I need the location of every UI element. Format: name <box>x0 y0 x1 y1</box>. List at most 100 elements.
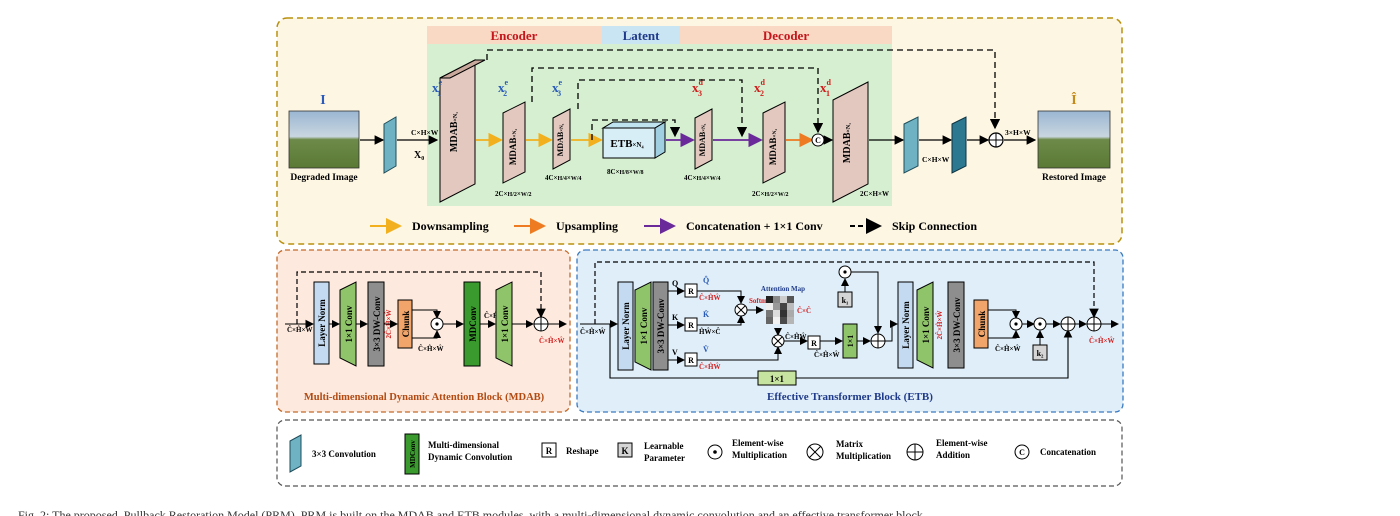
svg-text:R: R <box>811 339 817 348</box>
restored-image <box>1037 110 1111 169</box>
input-symbol: I <box>320 93 325 108</box>
output-conv-icon-2 <box>951 116 967 174</box>
attention-cell <box>787 317 794 324</box>
svg-text:2C×H/2×W/2: 2C×H/2×W/2 <box>752 190 789 198</box>
mdab-chunk <box>397 299 413 349</box>
encoder-header-bg <box>427 26 602 44</box>
etb-layernorm <box>617 281 634 371</box>
svg-text:ETB×N₄: ETB×N₄ <box>610 138 644 150</box>
top-legend: Downsampling Upsampling Concatenation + 1×… <box>370 218 977 234</box>
k-dim: ĤŴ×Ĉ <box>699 328 721 336</box>
bottom-legend-panel <box>276 419 1123 487</box>
v-hat: V̂ <box>703 344 709 354</box>
attention-cell <box>787 296 794 303</box>
attention-cell <box>773 303 780 310</box>
legend-reshape-icon <box>541 442 557 458</box>
restored-image-label: Restored Image <box>1042 173 1106 183</box>
mdab-mdconv-label: MDConv <box>468 306 478 342</box>
legend-reshape-icon-label: R <box>546 446 553 456</box>
svg-text:2C×H×W: 2C×H×W <box>860 190 889 198</box>
etb-layernorm-label: Layer Norm <box>621 302 631 350</box>
enc-block-3: MDAB×N₃ <box>552 108 571 170</box>
etb-block: ETB×N₄ <box>601 121 667 159</box>
out-dim-label: 3×H×W <box>1005 128 1031 137</box>
legend-label-2: Concatenation + 1×1 Conv <box>686 219 823 233</box>
etb-dwconv2-label: 3×3 DW-Conv <box>952 297 962 353</box>
svg-text:C: C <box>815 136 821 145</box>
degraded-image-label: Degraded Image <box>290 173 357 183</box>
attention-cell <box>773 310 780 317</box>
etb-conv1-label: 1×1 Conv <box>639 307 649 344</box>
k2-label: k₂ <box>1037 349 1044 358</box>
mdab-in-dim: Ĉ×Ĥ×Ŵ <box>287 326 312 334</box>
block-dims: 2C×H/2×W/2 4C×H/4×W/4 8C×H/8×W/8 4C×H/4×… <box>495 168 889 198</box>
svg-text:4C×H/4×W/4: 4C×H/4×W/4 <box>545 174 582 182</box>
v-label: V <box>672 348 678 357</box>
mdab-layernorm <box>313 281 330 365</box>
svg-text:MDAB×N₁: MDAB×N₁ <box>842 123 853 163</box>
mdab-dwconv-label: 3×3 DW-Conv <box>372 296 382 352</box>
etb-mid-dim: 2Ĉ×Ĥ×Ŵ <box>936 311 944 340</box>
attention-cell <box>766 296 773 303</box>
mdab-title: Multi-dimensional Dynamic Attention Bloc… <box>304 392 545 403</box>
attention-map <box>766 296 794 324</box>
input-conv-icon <box>383 116 397 174</box>
svg-text:xd3: xd3 <box>692 78 704 98</box>
svg-text:MDAB×N₂: MDAB×N₂ <box>768 129 778 166</box>
mdab-conv2-label: 1×1 Conv <box>500 305 510 342</box>
svg-text:xe2: xe2 <box>498 78 509 98</box>
attention-cell <box>773 317 780 324</box>
attention-cell <box>773 296 780 303</box>
etb-conv11-label: 1×1 <box>846 335 855 348</box>
decoder-header-bg <box>680 26 892 44</box>
legend-label-1: Upsampling <box>556 219 618 233</box>
etb-chunk-label: Chunk <box>977 311 987 338</box>
v-dim: Ĉ×ĤŴ <box>699 363 721 371</box>
etb-dwconv <box>652 281 669 371</box>
legend-learnable-icon-label: K <box>621 446 628 456</box>
mdab-chunk-label: Chunk <box>401 311 411 338</box>
legend-learnable-icon <box>617 442 633 458</box>
dec-block-3: MDAB×N₃ <box>694 108 713 170</box>
etb-bottom-conv-label: 1×1 <box>770 374 785 384</box>
legend-label-0: Downsampling <box>412 219 489 233</box>
etb-chunk-dim: Ĉ×Ĥ×Ŵ <box>995 345 1020 353</box>
attention-cell <box>780 303 787 310</box>
attention-cell <box>787 310 794 317</box>
q-hat: Q̂ <box>703 275 709 285</box>
output-conv-icon-1 <box>903 116 919 174</box>
attention-cell <box>787 303 794 310</box>
etb-conv2-label: 1×1 Conv <box>921 306 931 343</box>
attention-cell <box>780 296 787 303</box>
q-label: Q <box>672 279 678 288</box>
legend-mdconv-icon <box>404 433 420 475</box>
r-dim: Ĉ×Ĥ×Ŵ <box>814 351 839 359</box>
k-label: K <box>672 313 679 322</box>
latent-label: Latent <box>623 28 661 43</box>
svg-text:R: R <box>688 356 694 365</box>
out-conv-dim: C×H×W <box>922 155 950 164</box>
etb-dwconv-label: 3×3 DW-Conv <box>656 298 666 354</box>
degraded-image <box>288 110 360 169</box>
etb-title: Effective Transformer Block (ETB) <box>767 391 933 403</box>
legend-reshape-label: Reshape <box>566 446 599 456</box>
etb-conv1 <box>634 281 652 371</box>
attn-dim: Ĉ×Ĉ <box>797 307 811 315</box>
svg-text:MDAB×N₃: MDAB×N₃ <box>556 123 565 156</box>
decoder-label: Decoder <box>763 28 809 43</box>
attention-cell <box>766 303 773 310</box>
figure-caption: Fig. 2: The proposed, Pullback Restorati… <box>18 508 926 516</box>
svg-text:MDAB×N₂: MDAB×N₂ <box>508 129 518 166</box>
k-hat: K̂ <box>703 309 710 319</box>
svg-text:2C×H/2×W/2: 2C×H/2×W/2 <box>495 190 532 198</box>
svg-text:4C×H/4×W/4: 4C×H/4×W/4 <box>684 174 721 182</box>
svg-text:MDAB×N₃: MDAB×N₃ <box>698 123 707 156</box>
etb-out-dim: Ĉ×Ĥ×Ŵ <box>1089 337 1114 345</box>
legend-conv-icon <box>289 434 302 473</box>
dec-block-1: MDAB×N₁ <box>832 81 869 203</box>
x0-label: X₀ <box>414 150 424 161</box>
svg-text:xe1: xe1 <box>432 78 443 98</box>
legend-concat-icon-label: C <box>1019 448 1025 457</box>
attention-cell <box>780 317 787 324</box>
